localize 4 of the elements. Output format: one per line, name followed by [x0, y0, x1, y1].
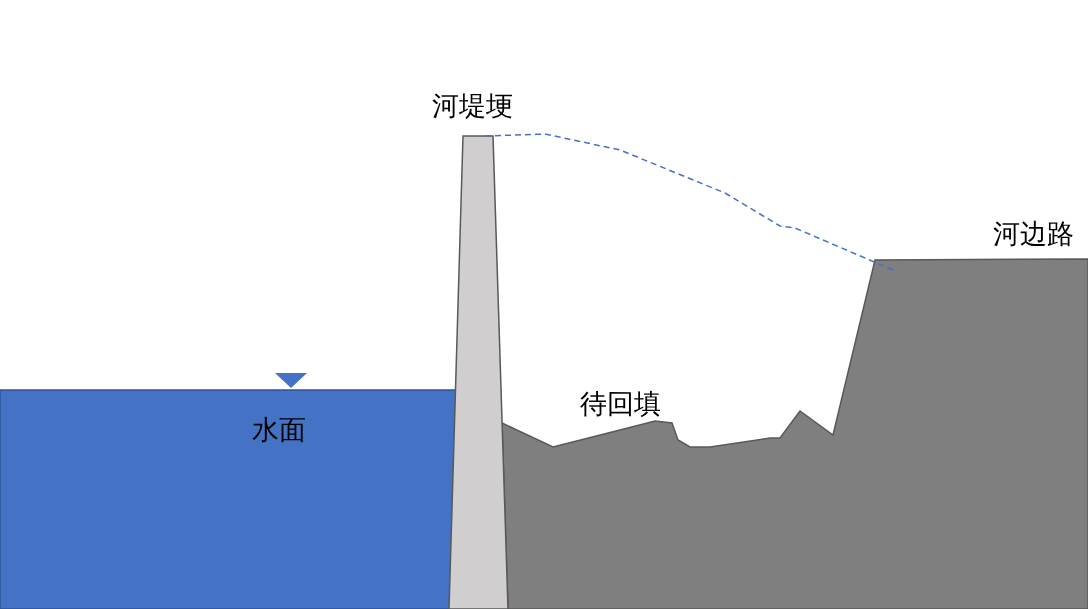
road-label: 河边路 [993, 218, 1074, 251]
levee-label: 河堤埂 [432, 90, 513, 123]
water-surface-label: 水面 [252, 414, 306, 447]
backfill-label: 待回填 [580, 388, 661, 421]
